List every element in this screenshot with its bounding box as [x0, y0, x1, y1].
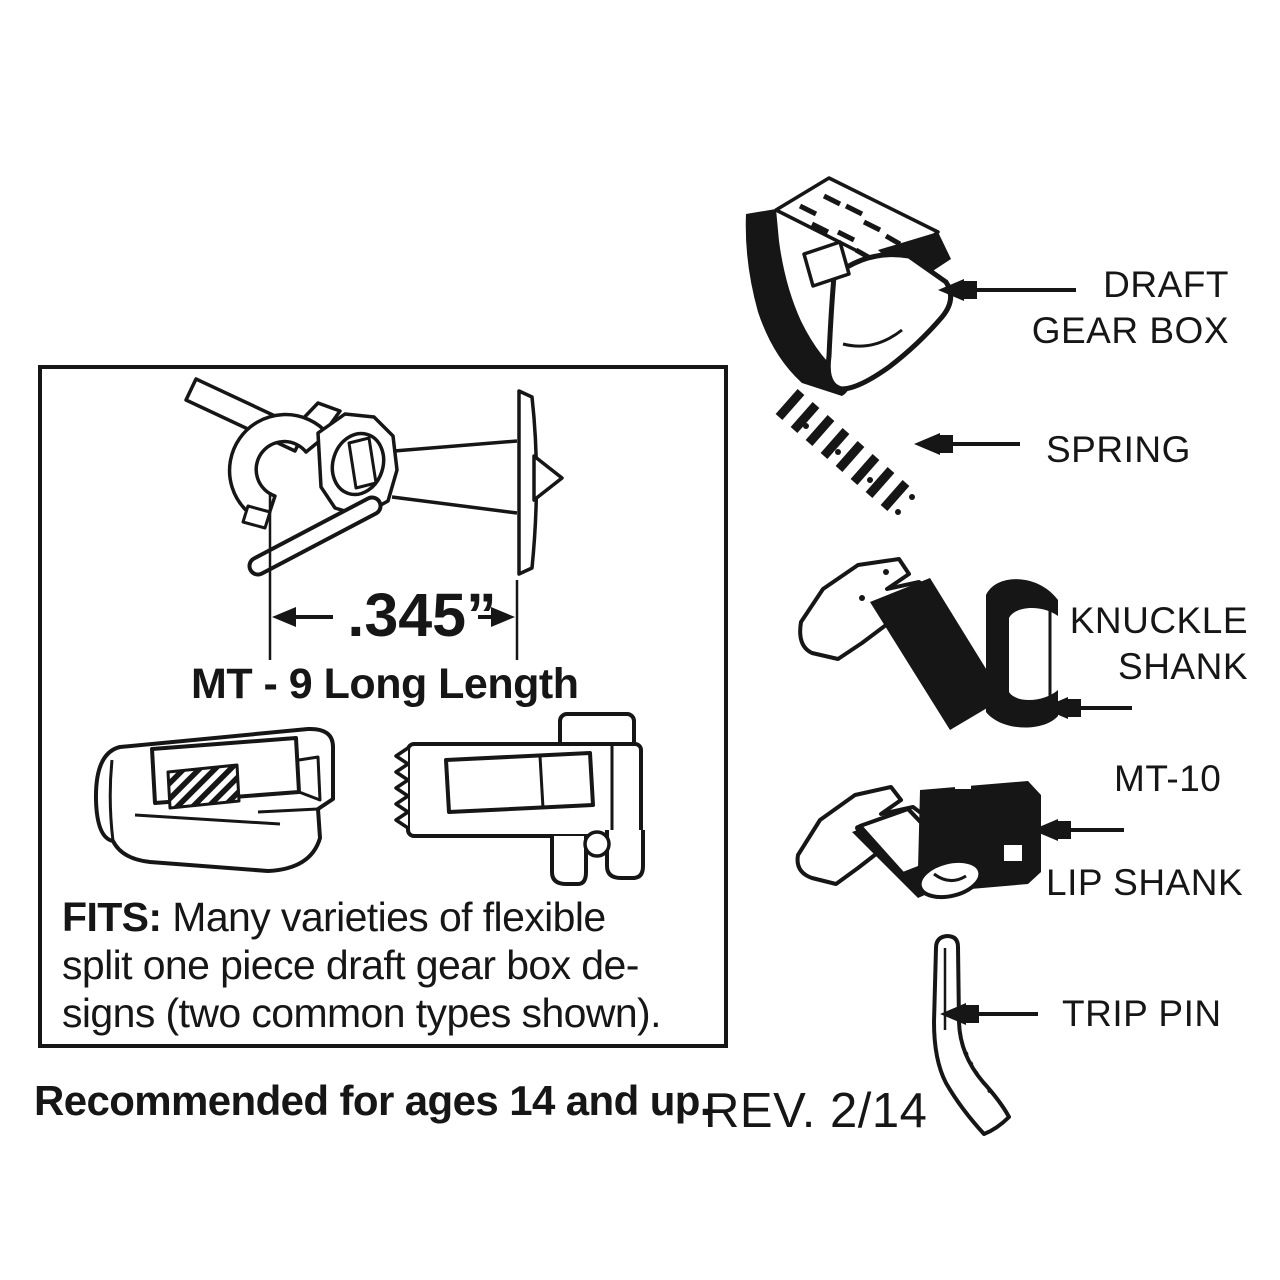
trip-pin-label: TRIP PIN — [1062, 993, 1222, 1034]
draft-gear-box-arrow — [938, 279, 1076, 301]
spring-arrow — [914, 433, 1020, 455]
fits-line-1: FITS: Many varieties of flexible — [62, 894, 606, 940]
knuckle-shank-arrow — [1042, 697, 1132, 719]
mt10-label: MT-10 — [1114, 758, 1222, 799]
trip-pin-drawing — [932, 934, 1011, 1136]
coupler-caption: MT - 9 Long Length — [191, 660, 579, 708]
knuckle-shank-label: KNUCKLE SHANK — [1069, 600, 1248, 687]
fits-label: FITS: — [62, 894, 162, 940]
spring-drawing — [775, 389, 915, 515]
lip-shank-drawing — [795, 779, 1041, 900]
gear-box-type-a-drawing — [93, 726, 335, 873]
lip-shank-arrow — [1032, 819, 1124, 841]
fits-line-2: split one piece draft gear box de- — [62, 942, 639, 988]
revision-label: REV. 2/14 — [704, 1084, 928, 1138]
knuckle-shank-drawing — [798, 557, 1058, 730]
draft-gear-box-drawing — [745, 176, 954, 396]
lip-shank-label: LIP SHANK — [1046, 862, 1244, 903]
trip-pin-arrow — [940, 1003, 1038, 1025]
gear-box-type-b-drawing — [394, 712, 645, 886]
age-recommendation: Recommended for ages 14 and up. — [34, 1077, 712, 1124]
draft-gear-box-label: DRAFT GEAR BOX — [1031, 264, 1229, 351]
coupler-side-view-drawing — [184, 377, 564, 577]
fits-line-3: signs (two common types shown). — [62, 990, 662, 1036]
spring-label: SPRING — [1046, 429, 1191, 470]
fits-note: FITS: Many varieties of flexible split o… — [62, 893, 662, 1037]
dimension-lines — [268, 492, 519, 660]
dimension-label: .345” — [347, 581, 497, 649]
instruction-box — [38, 365, 728, 1048]
